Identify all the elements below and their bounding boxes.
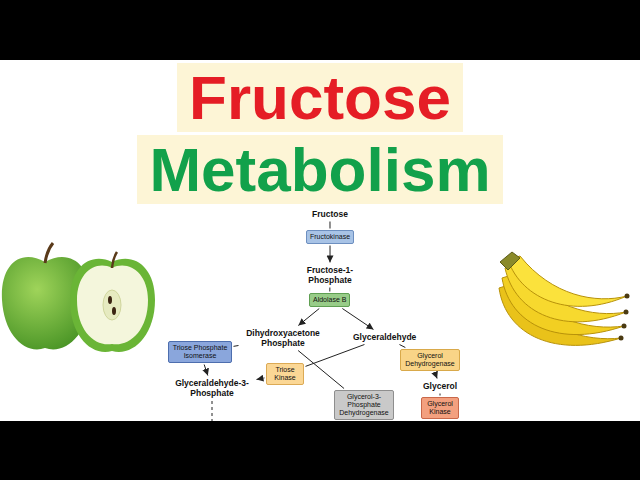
- pathway-arrow: [329, 288, 330, 292]
- node-text: Glycerol Dehydrogenase: [404, 352, 456, 368]
- metabolite-node: Glyceraldehyde: [351, 331, 418, 343]
- enzyme-box: Glycerol-3-Phosphate Dehydrogenase: [334, 390, 394, 420]
- pathway-arrow: [306, 345, 365, 367]
- enzyme-box: Fructokinase: [306, 230, 354, 244]
- apple-seed: [108, 296, 112, 304]
- half-apple-skin: [70, 259, 155, 352]
- metabolite-node: Fructose: [310, 208, 350, 220]
- banana: [508, 256, 627, 306]
- title-text: Fructose Metabolism: [137, 63, 502, 204]
- pathway-arrow: [399, 345, 405, 348]
- banana-tip: [625, 294, 630, 299]
- node-text: Dihydroxyacetone Phosphate: [242, 328, 324, 348]
- banana-tip: [619, 336, 624, 341]
- node-text: Triose Kinase: [270, 366, 300, 382]
- pathway-arrow: [329, 222, 330, 229]
- apple-core: [103, 290, 121, 320]
- continuation-line: [212, 401, 213, 421]
- apple-illustration: [2, 243, 155, 352]
- apple-stem: [45, 243, 53, 263]
- node-text: Glycerol: [423, 381, 457, 391]
- enzyme-box: Glycerol Kinase: [421, 397, 459, 419]
- metabolite-node: Fructose-1-Phosphate: [299, 264, 361, 286]
- node-text: Glycerol Kinase: [425, 400, 455, 416]
- enzyme-box: Glycerol Dehydrogenase: [400, 349, 460, 371]
- pathway-arrow: [204, 365, 208, 376]
- enzyme-box: Aldolase B: [309, 293, 350, 307]
- node-text: Glyceraldehyde: [353, 332, 416, 342]
- pathway-arrow: [234, 345, 239, 347]
- pathway-arrow: [330, 246, 331, 263]
- metabolite-node: Glyceraldehyde-3-Phosphate: [169, 377, 255, 399]
- pathway-arrow: [342, 309, 373, 330]
- banana-illustration: [499, 252, 630, 345]
- pathway-arrow: [435, 373, 437, 379]
- page-title: Fructose Metabolism: [130, 62, 510, 206]
- metabolite-node: Glycerol: [421, 380, 459, 392]
- half-apple-flesh: [77, 266, 148, 345]
- pathway-arrow: [440, 394, 441, 396]
- node-text: Fructose: [312, 209, 348, 219]
- bottom-bar: [0, 421, 640, 480]
- node-text: Fructokinase: [310, 233, 350, 241]
- banana-tip: [624, 310, 629, 315]
- pathway-arrow: [257, 378, 265, 380]
- apple-seed: [112, 307, 116, 315]
- enzyme-box: Triose Phosphate Isomerase: [168, 341, 232, 363]
- enzyme-box: Triose Kinase: [266, 363, 304, 385]
- node-text: Glycerol-3-Phosphate Dehydrogenase: [338, 393, 390, 417]
- node-text: Glyceraldehyde-3-Phosphate: [171, 378, 253, 398]
- node-text: Triose Phosphate Isomerase: [172, 344, 228, 360]
- apple-stem: [112, 252, 117, 268]
- pathway-arrow: [298, 351, 344, 389]
- banana-stem: [500, 252, 520, 270]
- node-text: Aldolase B: [313, 296, 346, 304]
- pathway-arrow: [298, 309, 319, 326]
- node-text: Fructose-1-Phosphate: [301, 265, 359, 285]
- metabolite-node: Dihydroxyacetone Phosphate: [240, 327, 326, 349]
- top-bar: [0, 0, 640, 60]
- banana-tip: [622, 324, 627, 329]
